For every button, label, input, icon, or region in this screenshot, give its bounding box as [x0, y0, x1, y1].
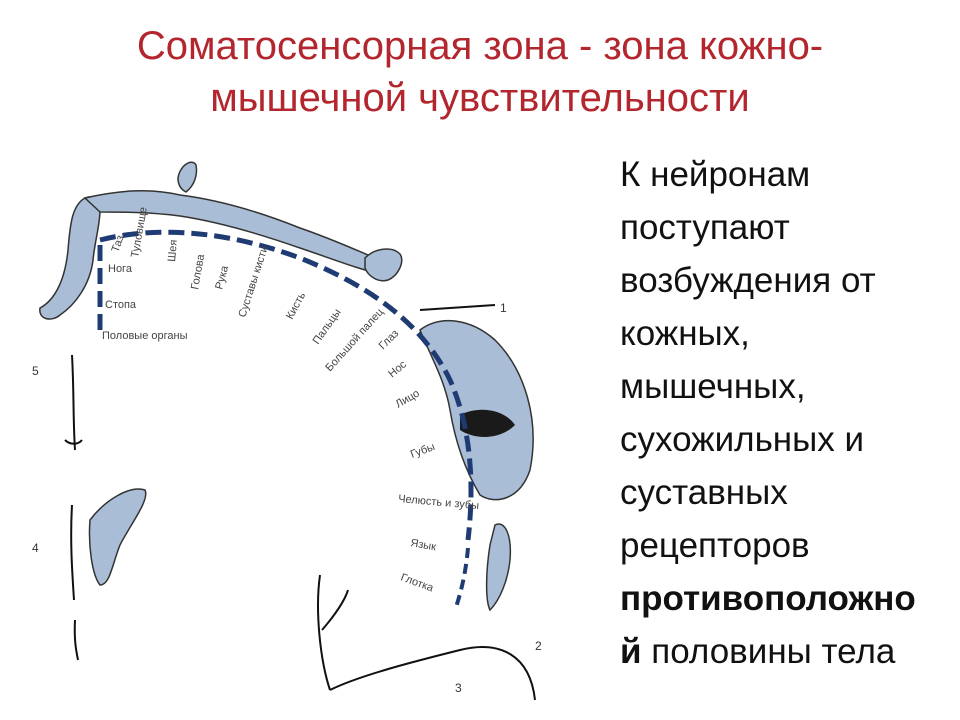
body-text: К нейронам поступают возбуждения от кожн… [620, 148, 950, 678]
label-noga: Нога [108, 263, 133, 275]
body-line: К нейронам [620, 155, 811, 194]
side-structure-4 [88, 488, 147, 586]
body-line: возбуждения от [620, 261, 876, 300]
title-line-1: Соматосенсорная зона - зона кожно- [136, 24, 824, 68]
body-line: суставных [620, 473, 788, 512]
homunculus-hand [364, 248, 403, 282]
callout-5: 5 [32, 364, 39, 378]
label-paltsy: Пальцы [311, 307, 344, 347]
label-taz: Таз [110, 234, 127, 254]
body-line: мышечных, [620, 367, 806, 406]
homunculus-diagram: Стопа Нога Таз Туловище Шея Голова Рука … [32, 161, 542, 701]
label-polovye-organy: Половые органы [102, 330, 188, 342]
bold-word-part2: й [620, 632, 642, 671]
label-glotka: Глотка [399, 572, 436, 595]
callout-3: 3 [455, 681, 462, 695]
diagram-labels: Стопа Нога Таз Туловище Шея Голова Рука … [102, 206, 480, 595]
callout-numbers: 1 2 3 4 5 [32, 301, 542, 695]
label-stopa: Стопа [105, 299, 137, 311]
label-litso: Лицо [394, 387, 422, 410]
body-line-last: й половины тела [620, 625, 950, 678]
cortex-arc [99, 229, 474, 541]
label-guby: Губы [409, 441, 437, 461]
label-sustavy-kisti: Суставы кисти [236, 245, 270, 319]
label-yazyk: Язык [409, 537, 437, 553]
homunculus-lips [460, 409, 515, 437]
bold-word-part1: противоположно [620, 579, 916, 618]
slide-title: Соматосенсорная зона - зона кожно- мышеч… [0, 20, 960, 124]
callout-4: 4 [32, 541, 39, 555]
homunculus-leg [39, 196, 101, 320]
callout-2: 2 [535, 639, 542, 653]
homunculus-tongue [485, 523, 512, 612]
tail-text: половины тела [641, 632, 896, 671]
label-ruka: Рука [213, 264, 231, 291]
title-line-2: мышечной чувствительности [210, 76, 750, 120]
body-line: кожных, [620, 314, 750, 353]
label-chelyust: Челюсть и зубы [398, 493, 480, 512]
label-nos: Нос [386, 358, 409, 380]
label-glaz: Глаз [377, 328, 402, 353]
label-sheya: Шея [166, 239, 180, 262]
nerve-lines [64, 304, 536, 701]
homunculus-head-small [177, 161, 198, 193]
body-line-bold: противоположно [620, 572, 950, 625]
body-line: сухожильных и [620, 420, 865, 459]
body-line: поступают [620, 208, 790, 247]
callout-1: 1 [500, 301, 507, 315]
label-golova: Голова [189, 253, 207, 291]
cortex-arc-lower [453, 547, 470, 611]
body-line: рецепторов [620, 526, 810, 565]
label-kist: Кисть [284, 290, 308, 321]
